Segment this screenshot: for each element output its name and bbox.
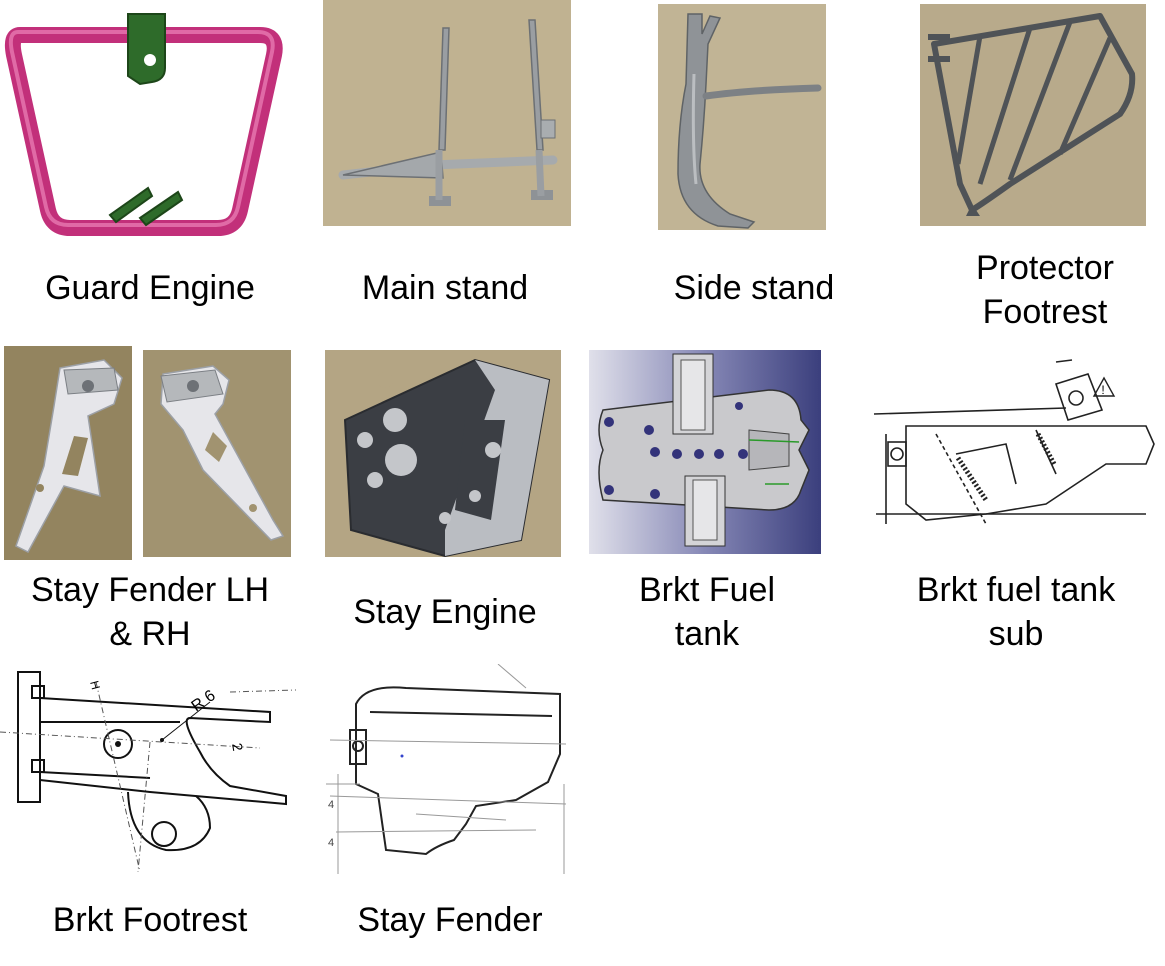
dim-label-h: H: [87, 679, 103, 691]
brkt-fuel-tank-sub-drawing: !: [866, 354, 1156, 544]
main-stand-label: Main stand: [361, 269, 529, 307]
brkt-footrest-label: Brkt Footrest: [52, 901, 248, 939]
protector-footrest-label-line1: Protector: [976, 249, 1114, 287]
protector-footrest-photo: [920, 4, 1146, 226]
dim-label-2: 2: [229, 742, 246, 753]
stay-fender-lh-photo: [4, 346, 132, 560]
brkt-fuel-tank-sub-label-line1: Brkt fuel tank: [916, 571, 1116, 609]
stay-fender-rh-photo: [143, 350, 291, 557]
stay-engine-label: Stay Engine: [353, 593, 537, 631]
brkt-fuel-tank-cad: [589, 350, 821, 554]
stay-fender-lh-rh-label-line1: Stay Fender LH: [30, 571, 270, 609]
main-stand-photo: [323, 0, 571, 226]
stay-fender-lh-rh-label-line2: & RH: [109, 615, 191, 653]
side-stand-label: Side stand: [673, 269, 835, 307]
brkt-fuel-tank-label-line1: Brkt Fuel: [638, 571, 776, 609]
protector-footrest-label-line2: Footrest: [982, 293, 1108, 331]
dim-label-4a: 4: [328, 799, 334, 811]
dim-label-4b: 4: [328, 837, 334, 849]
guard-engine-label: Guard Engine: [45, 269, 255, 307]
side-stand-photo: [658, 4, 826, 230]
brkt-fuel-tank-label-line2: tank: [674, 615, 740, 653]
stay-engine-photo: [325, 350, 561, 557]
guard-engine-render: [0, 10, 290, 240]
stay-fender-label: Stay Fender: [357, 901, 543, 939]
stay-fender-drawing: 4 4: [326, 664, 574, 876]
warning-mark: !: [1101, 383, 1104, 397]
brkt-fuel-tank-sub-label-line2: sub: [988, 615, 1044, 653]
brkt-footrest-drawing: R 6 2 H: [0, 662, 300, 880]
